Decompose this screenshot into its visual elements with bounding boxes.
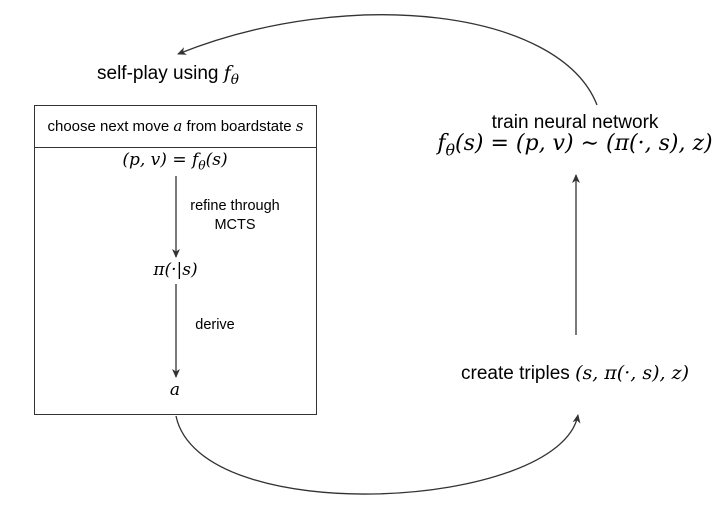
refine-label-line2: MCTS — [214, 217, 256, 233]
self-play-title: self-play using fθ — [97, 62, 239, 88]
move-a: a — [169, 380, 181, 400]
arrow-train-to-selfplay — [177, 14, 598, 106]
box-header: choose next move a from boardstate s — [34, 105, 317, 148]
header-var-s: s — [295, 117, 304, 135]
f-theta-symbol: fθ — [223, 62, 240, 88]
triples-formula: (s, π(·, s), z) — [575, 362, 689, 384]
self-play-box — [34, 105, 317, 415]
refine-mcts-label: refine through MCTS — [170, 197, 300, 235]
header-text-middle: from boardstate — [186, 117, 292, 135]
derive-label: derive — [195, 317, 235, 333]
self-play-label: self-play using — [97, 63, 219, 84]
pi-policy: π(·|s) — [153, 260, 198, 280]
refine-label-line1: refine through — [190, 198, 280, 214]
create-triples-label: create triples — [461, 363, 570, 384]
header-text-prefix: choose next move — [47, 117, 170, 135]
arrow-a-to-triples — [175, 414, 581, 495]
pv-formula: (p, v) = fθ(s) — [122, 150, 228, 173]
train-network-label: train neural network — [491, 112, 659, 133]
create-triples: create triples (s, π(·, s), z) — [440, 362, 710, 385]
train-formula: fθ(s) = (p, v) ∼ (π(·, s), z) — [437, 131, 713, 160]
header-var-a: a — [173, 117, 183, 135]
